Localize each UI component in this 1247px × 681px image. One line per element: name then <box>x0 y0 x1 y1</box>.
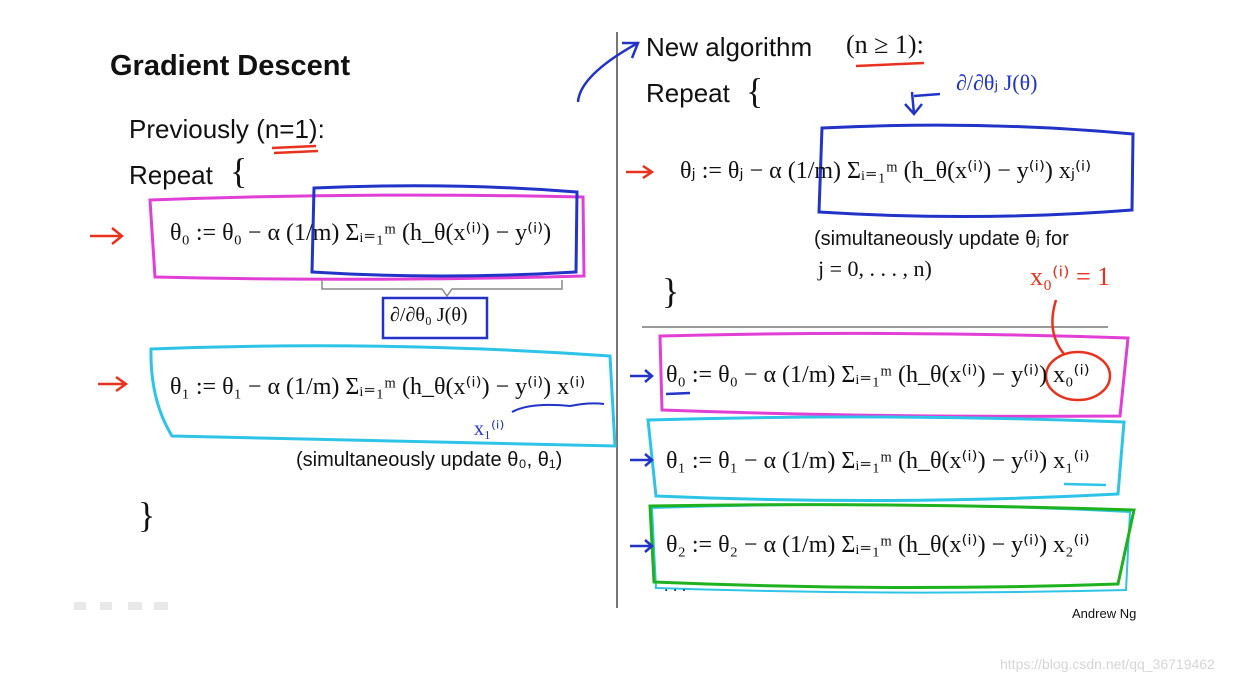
cyan-underline-x1 <box>1063 482 1107 487</box>
right-horizontal-rule <box>642 326 1108 328</box>
left-partial-derivative: ∂/∂θ₀ J(θ) <box>390 304 468 326</box>
right-theta2-equation: θ₂ := θ₂ − α (1/m) Σᵢ₌₁ᵐ (h_θ(x⁽ⁱ⁾) − y⁽… <box>666 532 1090 558</box>
right-thetaj-equation: θⱼ := θⱼ − α (1/m) Σᵢ₌₁ᵐ (h_θ(x⁽ⁱ⁾) − y⁽… <box>680 158 1092 184</box>
blue-box-right-thetaj <box>817 123 1135 219</box>
center-divider <box>616 32 618 608</box>
red-underline-n1 <box>271 144 319 155</box>
right-open-brace: { <box>746 71 764 111</box>
right-theta0-equation: θ₀ := θ₀ − α (1/m) Σᵢ₌₁ᵐ (h_θ(x⁽ⁱ⁾) − y⁽… <box>666 362 1090 388</box>
right-annot-derivative: ∂/∂θⱼ J(θ) <box>956 70 1038 95</box>
right-simultaneous-note-2: j = 0, . . . , n) <box>818 256 932 281</box>
blue-curved-arrow-icon <box>576 41 640 103</box>
left-annot-x1: x₁⁽ⁱ⁾ <box>474 418 505 440</box>
left-simultaneous-note: (simultaneously update θ₀, θ₁) <box>296 449 563 471</box>
watermark: https://blog.csdn.net/qq_36719462 <box>1000 656 1215 672</box>
cyan-box-left-theta1 <box>149 344 617 448</box>
faint-toolbar-icons <box>74 602 168 610</box>
red-arrow-icon <box>90 227 125 245</box>
blue-down-arrow-icon <box>904 91 941 116</box>
red-arrow-icon <box>626 164 655 180</box>
left-theta1-equation: θ₁ := θ₁ − α (1/m) Σᵢ₌₁ᵐ (h_θ(x⁽ⁱ⁾) − y⁽… <box>170 374 586 400</box>
slide-title: Gradient Descent <box>110 50 351 82</box>
new-algorithm-label: New algorithm <box>646 32 813 62</box>
right-annot-x0: x₀⁽ⁱ⁾ = 1 <box>1030 262 1111 291</box>
red-circle-x0 <box>1044 350 1112 402</box>
magenta-box-left-theta0 <box>148 193 586 281</box>
red-connector <box>1051 299 1065 355</box>
red-arrow-icon <box>98 375 129 393</box>
left-repeat-label: Repeat <box>129 160 213 190</box>
blue-box-partial <box>381 296 489 340</box>
blue-arrow-icon <box>630 369 654 383</box>
right-ellipsis: . . . <box>664 578 687 595</box>
new-algorithm-condition: (n ≥ 1): <box>846 30 924 59</box>
right-close-brace: } <box>662 271 680 311</box>
right-simultaneous-note-1: (simultaneously update θⱼ for <box>814 228 1069 250</box>
cyan-box-right-theta1 <box>646 415 1126 503</box>
magenta-box-right-theta0 <box>658 331 1130 418</box>
blue-arrow-icon <box>630 539 654 553</box>
green-box-right-theta2 <box>648 503 1136 590</box>
blue-underline-x <box>511 402 605 413</box>
right-repeat-label: Repeat <box>646 78 730 108</box>
left-theta0-equation: θ₀ := θ₀ − α (1/m) Σᵢ₌₁ᵐ (h_θ(x⁽ⁱ⁾) − y⁽… <box>170 220 552 246</box>
red-underline-cond <box>855 61 925 68</box>
left-close-brace: } <box>138 495 156 535</box>
previously-label: Previously (n=1): <box>129 114 325 144</box>
blue-arrow-icon <box>630 453 654 467</box>
blue-underline-theta0 <box>665 391 691 396</box>
left-open-brace: { <box>230 151 248 191</box>
blue-box-left-sum <box>310 184 579 278</box>
author-label: Andrew Ng <box>1072 606 1137 621</box>
right-theta1-equation: θ₁ := θ₁ − α (1/m) Σᵢ₌₁ᵐ (h_θ(x⁽ⁱ⁾) − y⁽… <box>666 448 1090 474</box>
grey-underbrace <box>321 280 563 298</box>
